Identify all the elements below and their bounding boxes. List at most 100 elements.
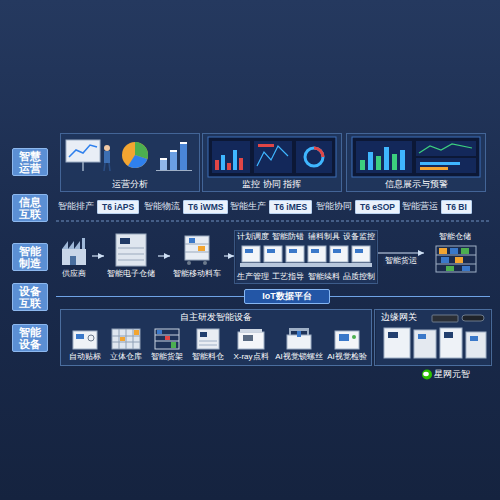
node-text: 智能制造	[19, 245, 41, 269]
process-step: 供应商	[56, 232, 92, 280]
storage-cabinet-icon	[118, 254, 144, 255]
process-step: 智能移动料车	[170, 232, 224, 280]
equipment-icons	[307, 331, 309, 335]
node-text: 监控 协同 指挥	[242, 179, 301, 189]
monitor-screen	[208, 137, 336, 177]
display-screen	[400, 150, 405, 170]
warehouse-rack-icon	[462, 266, 470, 271]
production-line-icon	[286, 246, 304, 262]
bar-chart-icon	[180, 144, 187, 170]
connectors	[92, 253, 424, 256]
material-cart-icon	[187, 261, 191, 265]
monitor-screen	[257, 146, 288, 166]
gateway-devices	[414, 330, 436, 358]
material-cart-icon	[185, 252, 209, 253]
equipment-icons	[73, 328, 359, 349]
monitor-screen	[212, 141, 250, 173]
category-label-box: 智能设备	[12, 324, 48, 352]
production-line-icon	[264, 246, 282, 262]
equipment-icons	[165, 336, 170, 340]
equipment-icons	[289, 328, 309, 331]
flow-arrow	[158, 255, 170, 256]
presenter-icon	[69, 145, 97, 157]
material-cart-icon	[185, 244, 209, 245]
monitor-screen	[221, 155, 225, 170]
equipment-icons	[240, 329, 262, 332]
node-text: 品质控制	[342, 271, 378, 283]
node-text: 信息展示与预警	[385, 179, 448, 189]
equipment-icons	[119, 329, 120, 349]
node-text: T6 iWMS	[183, 200, 228, 214]
node-text: 智能电子仓储	[107, 269, 155, 279]
storage-cabinet-icon	[118, 260, 144, 261]
supplier-icon	[82, 238, 85, 249]
bar-chart-icon	[160, 160, 167, 170]
warehouse-rack-icon	[450, 248, 458, 254]
equipment-item: 智能料仓	[189, 326, 227, 362]
node-text: AI视觉锁螺丝	[275, 352, 323, 362]
process-step: 智能电子仓储	[104, 232, 158, 280]
node-text: 智能生产	[230, 201, 266, 213]
display-screen	[352, 137, 480, 177]
node-text: 智能移动料车	[173, 269, 221, 279]
wechat-icon	[423, 372, 429, 376]
gateway-devices	[440, 328, 462, 358]
panel-ground	[202, 133, 342, 192]
category-label-box: 设备互联	[12, 283, 48, 311]
equipment-icons	[199, 341, 217, 342]
production-line-icon	[240, 263, 372, 267]
node-text: 生产管理	[235, 271, 271, 283]
category-label-box: 智慧运营	[12, 148, 48, 176]
bar-chart-icon	[160, 158, 167, 160]
watermark-box: 星网元智	[434, 369, 470, 379]
equipment-icons	[155, 341, 179, 342]
display-screen	[416, 141, 476, 156]
node-text: 供应商	[62, 269, 86, 279]
equipment-icons	[171, 342, 176, 348]
wechat-icon	[422, 370, 432, 380]
equipment-item: 立体仓库	[107, 326, 145, 362]
bar-chart-icon	[156, 170, 192, 171]
flow-arrow	[224, 255, 234, 256]
equipment-icons	[73, 331, 97, 349]
gateway-devices	[462, 315, 484, 321]
node-text: 边缘网关	[381, 312, 491, 322]
pie-chart-icon	[122, 142, 148, 168]
storage-cabinet-icon	[118, 248, 144, 249]
equipment-icons	[289, 331, 291, 335]
gateway-panel: 边缘网关	[374, 309, 492, 366]
pie-chart-icon	[128, 155, 147, 168]
equipment-icons	[339, 334, 349, 341]
equipment-item: 自动贴标	[66, 326, 104, 362]
display-screen	[376, 156, 381, 170]
warehouse-rack-icon	[436, 255, 476, 256]
system-tag: 智能协同T6 eSOP	[316, 200, 400, 214]
node-text: 智能续料	[306, 271, 342, 283]
storage-cabinet-icon	[120, 238, 130, 244]
warehouse-rack-icon	[461, 248, 469, 254]
presenter-icon	[104, 151, 110, 163]
panel-ground	[346, 133, 486, 192]
warehouse-rack-icon	[439, 248, 447, 254]
equipment-item: 智能货架	[148, 326, 186, 362]
monitor-screen	[227, 163, 231, 170]
presenter-icon	[104, 145, 110, 151]
equipment-icons	[112, 336, 140, 337]
dashboard-panel: 监控 协同 指挥	[202, 133, 342, 192]
material-cart-icon	[185, 236, 209, 260]
node-text: 智能营运	[402, 201, 438, 213]
equipment-icons	[297, 331, 301, 337]
production-line-icon	[267, 249, 275, 253]
node-text: 运营分析	[112, 179, 148, 189]
equipment-icons	[199, 345, 217, 346]
node-text: 立体仓库	[110, 352, 142, 362]
equipment-icons	[133, 329, 134, 349]
equipment-icons	[243, 335, 253, 341]
bar-chart-icon	[170, 152, 177, 170]
node-text: 智慧运营	[19, 150, 41, 174]
panel-ground	[60, 309, 372, 366]
